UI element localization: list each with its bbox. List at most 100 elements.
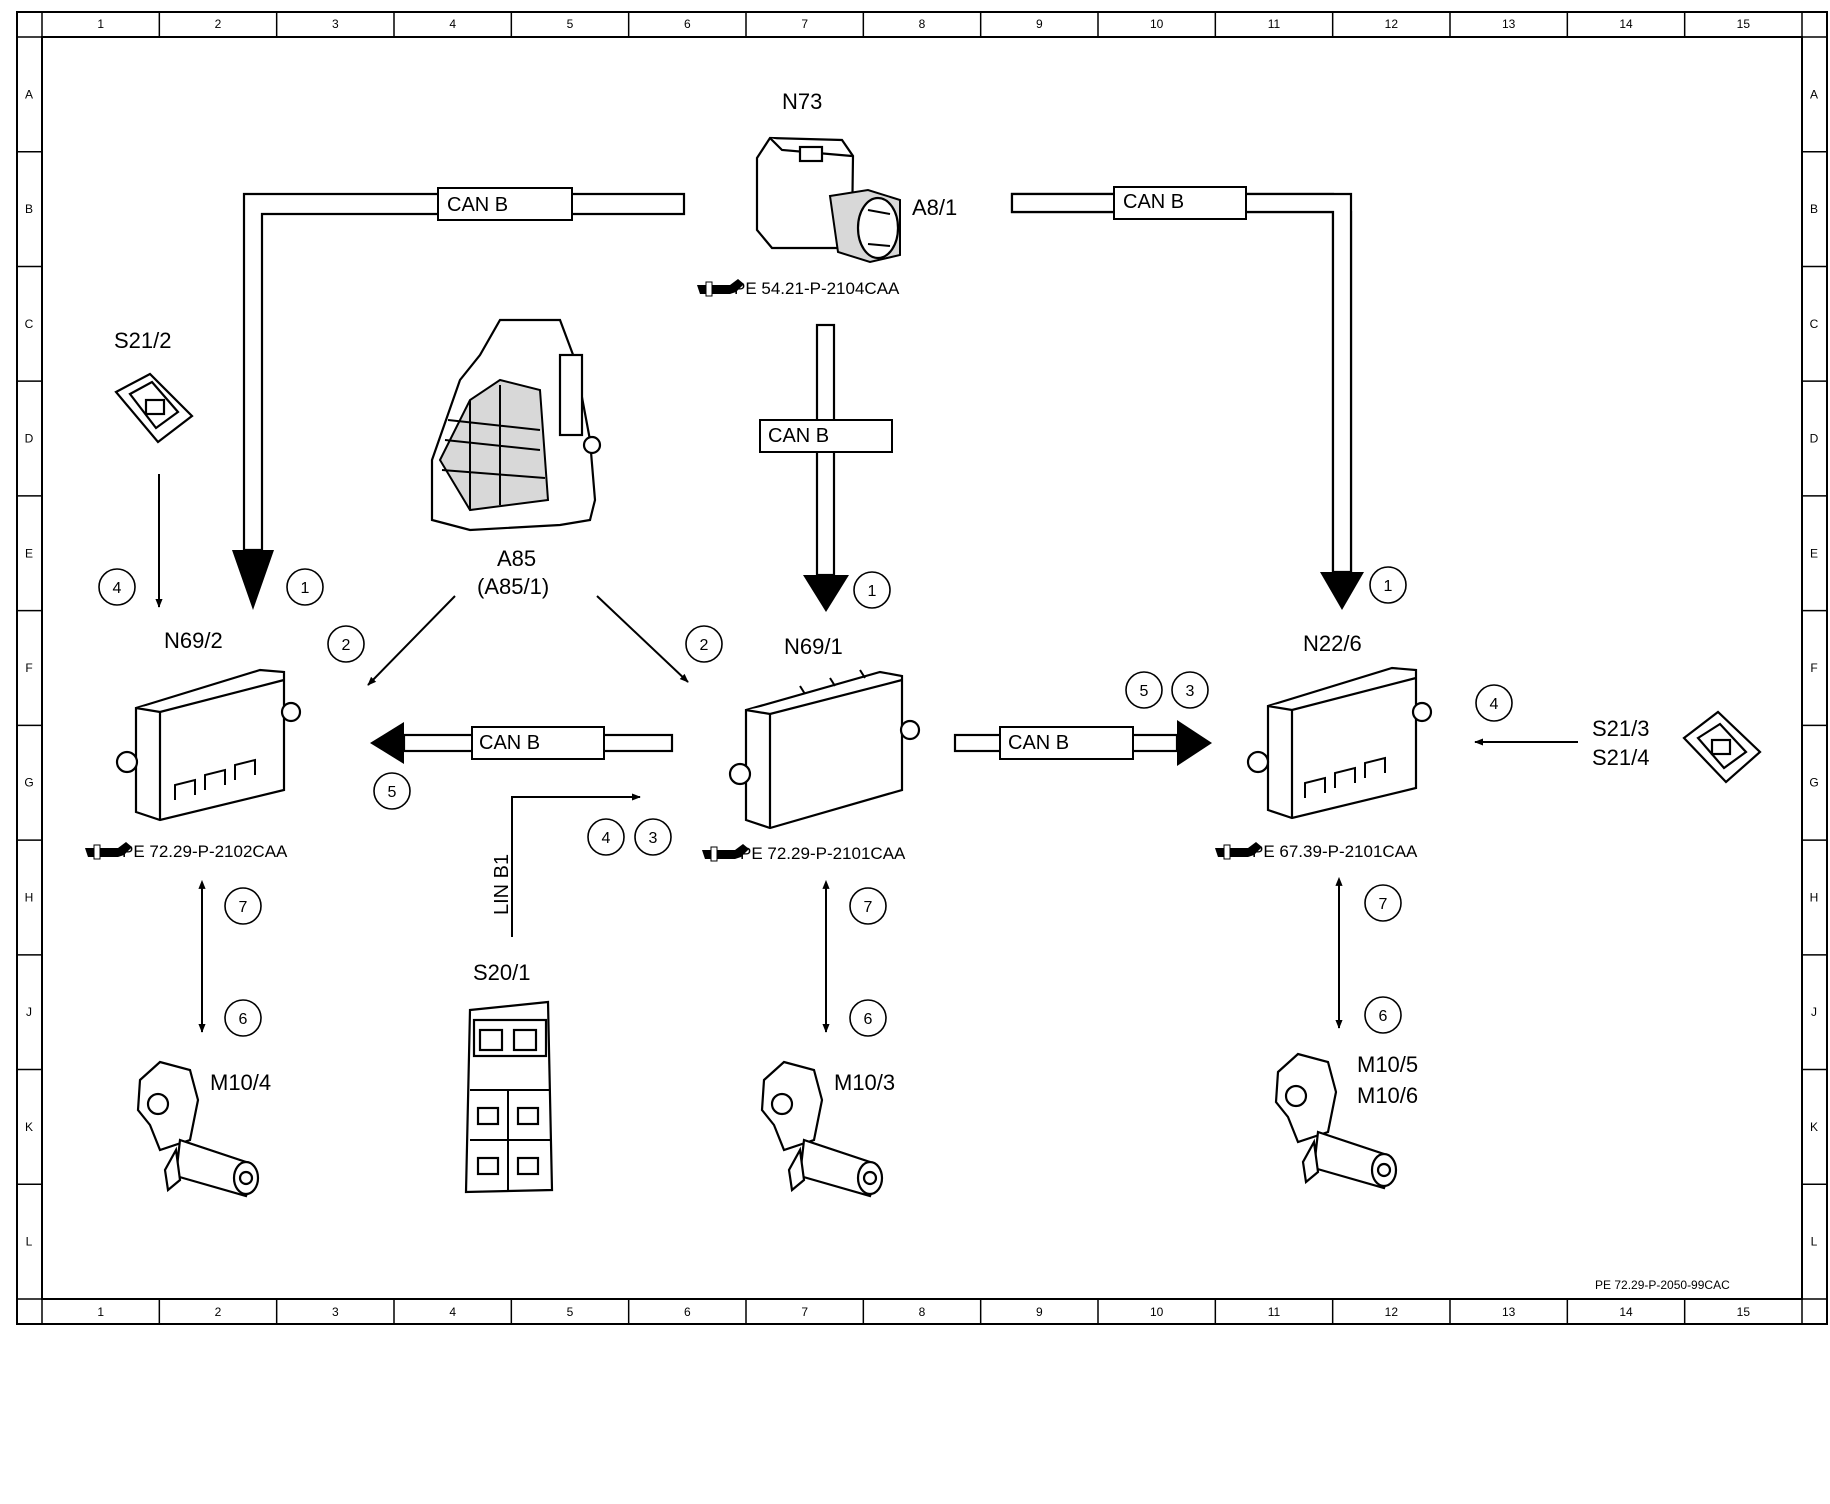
grid-row-label: F <box>1810 661 1817 675</box>
grid-row-label: A <box>1810 87 1818 101</box>
svg-text:1: 1 <box>301 580 310 597</box>
grid-row-label: G <box>24 776 33 790</box>
grid-column-label: 3 <box>332 17 339 31</box>
svg-text:4: 4 <box>113 580 122 597</box>
n69-2-label: N69/2 <box>164 628 223 653</box>
callout-6-left: 6 <box>224 999 262 1037</box>
grid-column-label: 1 <box>97 17 104 31</box>
grid-row-label: E <box>1810 546 1818 560</box>
callout-4-left: 4 <box>98 568 136 606</box>
grid-column-label: 12 <box>1385 1305 1399 1319</box>
svg-text:7: 7 <box>239 899 248 916</box>
callout-5-left: 5 <box>373 772 411 810</box>
a85-module: A85 (A85/1) <box>430 318 602 599</box>
callout-4-mid: 4 <box>587 818 625 856</box>
can-b-label-2: CAN B <box>1123 191 1184 213</box>
svg-text:6: 6 <box>1379 1008 1388 1025</box>
svg-text:4: 4 <box>1490 696 1499 713</box>
svg-text:1: 1 <box>868 583 877 600</box>
a85-label: A85 <box>497 546 536 571</box>
grid-labels: 1122334455667788991010111112121313141415… <box>24 17 1818 1319</box>
svg-text:2: 2 <box>700 637 709 654</box>
grid-column-label: 6 <box>684 17 691 31</box>
svg-text:3: 3 <box>649 830 658 847</box>
n69-1-control-unit: N69/1 PE 72.29-P-2101CAA <box>702 634 921 863</box>
grid-column-label: 11 <box>1268 1305 1281 1319</box>
grid-row-label: D <box>25 432 34 446</box>
a85-1-label: (A85/1) <box>477 574 549 599</box>
drawing-reference: PE 72.29-P-2050-99CAC <box>1595 1278 1730 1292</box>
grid-column-label: 7 <box>801 17 808 31</box>
callout-1-mid: 1 <box>853 571 891 609</box>
svg-text:4: 4 <box>602 830 611 847</box>
m10-6-label: M10/6 <box>1357 1083 1418 1108</box>
n73-ignition-switch: N73 A8/1 PE 54.21-P-2104CAA <box>697 89 957 298</box>
lin-b1-label: LIN B1 <box>491 854 513 915</box>
svg-text:7: 7 <box>864 899 873 916</box>
callout-6-mid: 6 <box>849 999 887 1037</box>
grid-column-label: 12 <box>1385 17 1399 31</box>
grid-row-label: A <box>25 87 33 101</box>
grid-row-label: K <box>25 1120 33 1134</box>
can-b-label-1: CAN B <box>447 194 508 216</box>
n69-1-reference: PE 72.29-P-2101CAA <box>740 844 906 863</box>
grid-column-label: 3 <box>332 1305 339 1319</box>
a8-1-label: A8/1 <box>912 195 957 220</box>
grid-column-label: 6 <box>684 1305 691 1319</box>
grid-row-label: C <box>25 317 34 331</box>
grid-row-label: B <box>25 202 33 216</box>
s21-2-label: S21/2 <box>114 328 172 353</box>
can-bus-n69-1-to-n22-6: CAN B <box>953 720 1212 766</box>
reference-pointer-icon <box>1215 842 1262 860</box>
callout-6-right: 6 <box>1364 996 1402 1034</box>
grid-row-label: F <box>25 661 32 675</box>
n69-1-label: N69/1 <box>784 634 843 659</box>
svg-text:5: 5 <box>1140 683 1149 700</box>
n22-6-control-unit: N22/6 PE 67.39-P-2101CAA <box>1215 631 1433 861</box>
callouts: 1 1 1 4 2 2 5 3 4 5 4 3 7 7 7 6 6 6 <box>98 566 1513 1037</box>
grid-column-label: 7 <box>801 1305 808 1319</box>
grid-column-label: 2 <box>215 17 222 31</box>
callout-1-left: 1 <box>286 568 324 606</box>
grid-column-label: 5 <box>567 1305 574 1319</box>
callout-3-mid: 3 <box>634 818 672 856</box>
callout-5-right: 5 <box>1125 671 1163 709</box>
n22-6-label: N22/6 <box>1303 631 1362 656</box>
can-b-label-3: CAN B <box>768 425 829 447</box>
grid-row-label: H <box>1810 890 1819 904</box>
grid-row-label: B <box>1810 202 1818 216</box>
grid-column-label: 10 <box>1150 17 1164 31</box>
m10-3-label: M10/3 <box>834 1070 895 1095</box>
n69-2-reference: PE 72.29-P-2102CAA <box>122 842 288 861</box>
m10-4-label: M10/4 <box>210 1070 271 1095</box>
grid-column-label: 1 <box>97 1305 104 1319</box>
n73-reference: PE 54.21-P-2104CAA <box>734 279 900 298</box>
grid-row-label: K <box>1810 1120 1818 1134</box>
grid-row-label: H <box>25 890 34 904</box>
grid-row-label: J <box>1811 1005 1817 1019</box>
n22-6-reference: PE 67.39-P-2101CAA <box>1252 842 1418 861</box>
callout-4-right: 4 <box>1475 684 1513 722</box>
grid-row-label: G <box>1809 776 1818 790</box>
drawing-frame <box>16 11 1828 1325</box>
m10-5-label: M10/5 <box>1357 1052 1418 1077</box>
s21-3-label: S21/3 <box>1592 716 1650 741</box>
grid-row-label: L <box>26 1235 33 1249</box>
callout-2-left: 2 <box>327 625 365 663</box>
grid-column-label: 14 <box>1619 1305 1633 1319</box>
svg-text:7: 7 <box>1379 896 1388 913</box>
grid-row-label: C <box>1810 317 1819 331</box>
grid-column-label: 15 <box>1737 1305 1751 1319</box>
s20-1-switch-group: S20/1 <box>464 960 554 1194</box>
grid-column-label: 13 <box>1502 1305 1516 1319</box>
callout-2-right: 2 <box>685 625 723 663</box>
can-bus-to-n69-1: CAN B <box>759 323 893 612</box>
grid-column-label: 8 <box>919 1305 926 1319</box>
grid-column-label: 11 <box>1268 17 1281 31</box>
svg-text:3: 3 <box>1186 683 1195 700</box>
grid-column-label: 10 <box>1150 1305 1164 1319</box>
can-b-label-5: CAN B <box>1008 732 1069 754</box>
grid-row-label: E <box>25 546 33 560</box>
m10-4-window-motor: M10/4 <box>136 1060 271 1198</box>
